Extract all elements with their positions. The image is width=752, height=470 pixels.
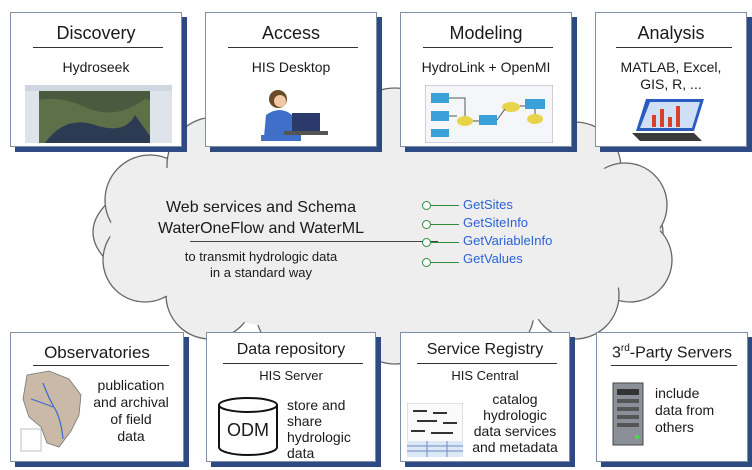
database-cylinder-icon	[218, 397, 278, 456]
access-subtitle: HIS Desktop	[251, 59, 331, 75]
cloud-divider	[190, 241, 438, 242]
third-party-servers-title: 3rd-Party Servers	[597, 343, 747, 362]
analysis-title: Analysis	[637, 23, 705, 43]
getsites-connector-dot	[422, 201, 431, 210]
discovery-box[interactable]: Discovery Hydroseek	[10, 12, 182, 147]
data-repository-desc-line-3: hydrologic	[287, 429, 351, 445]
observatories-desc-line-4: data	[117, 428, 145, 444]
modeling-box[interactable]: Modeling HydroLink + OpenMI	[400, 12, 572, 147]
service-registry-box[interactable]: Service Registry HIS Central catalog hyd…	[400, 332, 570, 462]
map-screenshot-icon	[25, 85, 172, 143]
access-rule	[228, 47, 358, 48]
service-registry-desc-line-3: data services	[473, 423, 557, 439]
analysis-box[interactable]: Analysis MATLAB, Excel, GIS, R, ...	[595, 12, 747, 147]
person-laptop-icon	[261, 90, 328, 141]
third-party-servers-rule	[611, 365, 737, 366]
data-repository-desc-line-1: store and	[287, 397, 346, 413]
cloud-line-2: WaterOneFlow and WaterML	[158, 220, 364, 237]
data-repository-desc: store and share hydrologic data	[287, 397, 351, 461]
third-party-desc-line-1: include	[655, 385, 700, 401]
getsiteinfo-connector-line	[431, 224, 459, 225]
flow-diagram-icon	[425, 85, 553, 143]
getvalues-connector-line	[431, 262, 459, 263]
third-party-desc-line-3: others	[655, 419, 694, 435]
third-party-desc: include data from others	[655, 385, 714, 436]
service-getvariableinfo[interactable]: GetVariableInfo	[463, 233, 553, 248]
third-party-title-prefix: 3	[611, 344, 621, 362]
access-box[interactable]: Access HIS Desktop	[205, 12, 377, 147]
third-party-title-suffix: -Party Servers	[629, 344, 733, 362]
getvariableinfo-connector-dot	[422, 238, 431, 247]
service-registry-desc: catalog hydrologic data services and met…	[465, 391, 565, 455]
data-repository-rule	[223, 363, 363, 364]
data-repository-title: Data repository	[236, 341, 346, 358]
data-repository-desc-line-2: share	[287, 413, 323, 429]
cloud-line-3: to transmit hydrologic data	[184, 249, 338, 264]
third-party-servers-box[interactable]: 3rd-Party Servers include data from othe…	[596, 332, 748, 462]
data-repository-box[interactable]: Data repository HIS Server ODM store and…	[206, 332, 376, 462]
getvalues-connector-dot	[422, 258, 431, 267]
analysis-subtitle-line-2: GIS, R, ...	[640, 76, 702, 92]
modeling-title: Modeling	[449, 23, 523, 43]
service-getsites[interactable]: GetSites	[463, 197, 513, 212]
discovery-title: Discovery	[56, 23, 136, 43]
cloud-line-1: Web services and Schema	[165, 199, 356, 216]
getsites-connector-line	[431, 205, 459, 206]
observatories-rule	[33, 365, 169, 366]
getvariableinfo-connector-line	[431, 242, 459, 243]
service-registry-subtitle: HIS Central	[451, 368, 519, 383]
service-registry-desc-line-4: and metadata	[472, 439, 558, 455]
cloud-line-4: in a standard way	[210, 265, 312, 280]
analysis-subtitle: MATLAB, Excel, GIS, R, ...	[596, 59, 746, 93]
service-getvalues[interactable]: GetValues	[463, 251, 523, 266]
observatories-desc-line-1: publication	[97, 377, 165, 393]
access-title: Access	[261, 23, 321, 43]
data-repository-subtitle: HIS Server	[259, 368, 323, 383]
analysis-subtitle-line-1: MATLAB, Excel,	[620, 59, 722, 75]
discovery-subtitle: Hydroseek	[62, 59, 130, 75]
discovery-rule	[33, 47, 163, 48]
observatories-desc-line-2: and archival	[93, 394, 169, 410]
third-party-title-sup: rd	[620, 343, 630, 354]
server-icon	[612, 382, 644, 446]
observatories-desc: publication and archival of field data	[93, 377, 169, 445]
third-party-desc-line-2: data from	[655, 402, 715, 418]
observatories-box[interactable]: Observatories publication and archival o…	[10, 332, 184, 462]
service-registry-desc-line-2: hydrologic	[483, 407, 547, 423]
modeling-rule	[423, 47, 553, 48]
data-repository-desc-line-4: data	[287, 445, 315, 461]
getsiteinfo-connector-dot	[422, 220, 431, 229]
analysis-rule	[616, 47, 732, 48]
service-registry-desc-line-1: catalog	[492, 391, 538, 407]
service-registry-title: Service Registry	[426, 341, 544, 358]
modeling-subtitle: HydroLink + OpenMI	[421, 59, 551, 75]
service-getsiteinfo[interactable]: GetSiteInfo	[463, 215, 529, 230]
odm-label: ODM	[227, 420, 269, 440]
watershed-map-icon	[20, 370, 82, 452]
observatories-desc-line-3: of field	[110, 411, 152, 427]
catalog-icon	[407, 403, 463, 457]
observatories-title: Observatories	[44, 343, 150, 362]
service-registry-rule	[417, 363, 557, 364]
laptop-chart-icon	[632, 99, 704, 141]
